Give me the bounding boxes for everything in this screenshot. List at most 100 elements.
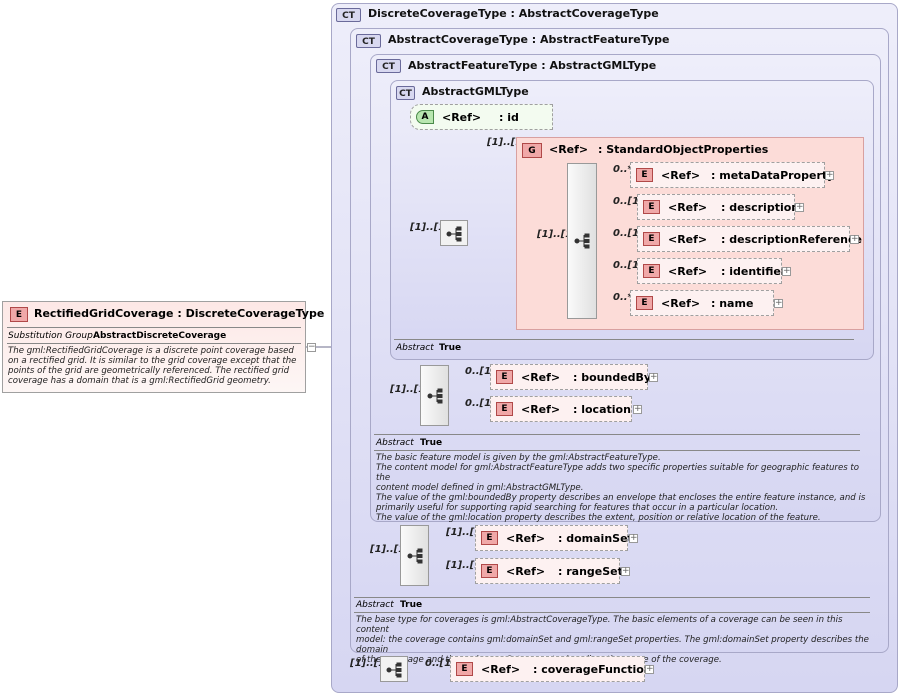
sequence-icon — [446, 226, 462, 242]
element-meta-data-property[interactable]: E <Ref> : metaDataProperty — [630, 162, 834, 188]
expand-toggle[interactable]: + — [645, 664, 654, 674]
doc-line: The basic feature model is given by the … — [376, 453, 661, 463]
doc-line: The value of the gml:location property d… — [376, 513, 821, 523]
expand-toggle[interactable]: + — [782, 266, 791, 276]
element-icon: E — [496, 370, 513, 384]
element-name: : coverageFunction — [533, 663, 652, 676]
element-name: : descriptionReference — [721, 233, 862, 246]
coverage-abstract-label: Abstract — [356, 600, 394, 610]
divider — [394, 339, 854, 340]
element-icon: E — [456, 662, 473, 676]
expand-toggle[interactable]: + — [795, 202, 804, 212]
group-sequence-cardinality: [1]..[1] — [537, 229, 577, 240]
doc-line: primarily useful for supporting rapid se… — [376, 503, 779, 513]
coverage-sequence-compositor[interactable] — [400, 525, 429, 586]
attribute-id[interactable]: A <Ref> : id — [410, 104, 553, 130]
gml-abstract-value: True — [439, 343, 462, 353]
element-icon: E — [636, 296, 653, 310]
expand-toggle[interactable]: + — [649, 372, 658, 382]
expand-toggle[interactable]: + — [621, 566, 630, 576]
root-element-box[interactable]: E RectifiedGridCoverage : DiscreteCovera… — [2, 301, 324, 393]
element-ref: <Ref> — [661, 169, 701, 182]
discrete-sequence-compositor[interactable] — [380, 656, 408, 682]
divider — [7, 343, 301, 344]
element-name: : rangeSet — [558, 565, 623, 578]
expand-toggle[interactable]: + — [825, 170, 834, 180]
root-documentation: The gml:RectifiedGridCoverage is a discr… — [8, 346, 297, 386]
root-title: RectifiedGridCoverage : DiscreteCoverage… — [34, 307, 325, 320]
group-sequence-compositor[interactable] — [567, 163, 597, 319]
doc-line: The content model for gml:AbstractFeatur… — [376, 463, 860, 483]
expand-toggle[interactable]: + — [633, 404, 642, 414]
group-element-card: 0..* — [613, 292, 633, 303]
group-cardinality-top: [1]..[1] — [487, 137, 527, 148]
element-ref: <Ref> — [506, 532, 546, 545]
feature-documentation: The basic feature model is given by the … — [376, 453, 866, 523]
attribute-icon: A — [416, 110, 434, 124]
element-icon: E — [643, 232, 660, 246]
feature-element-card: 0..[1] — [465, 366, 496, 377]
element-icon: E — [10, 307, 28, 322]
element-location[interactable]: E <Ref> : location — [490, 396, 632, 422]
element-name: : boundedBy — [573, 371, 652, 384]
doc-line: content model defined in gml:AbstractGML… — [376, 483, 584, 493]
element-bounded-by[interactable]: E <Ref> : boundedBy — [490, 364, 652, 390]
expand-toggle[interactable]: + — [774, 298, 783, 308]
element-description[interactable]: E <Ref> : description — [637, 194, 799, 220]
abstract-coverage-type-title: AbstractCoverageType : AbstractFeatureTy… — [388, 33, 670, 46]
abstract-feature-type-title: AbstractFeatureType : AbstractGMLType — [408, 59, 657, 72]
element-ref: <Ref> — [521, 371, 561, 384]
element-icon: E — [496, 402, 513, 416]
element-coverage-function[interactable]: E <Ref> : coverageFunction — [450, 656, 652, 682]
coverage-element-card: [1]..[1] — [446, 560, 486, 571]
doc-line: The base type for coverages is gml:Abstr… — [356, 615, 843, 635]
group-element-card: 0..[1] — [613, 228, 644, 239]
group-element-card: 0..[1] — [613, 196, 644, 207]
substitution-group-label: Substitution Group — [8, 331, 93, 341]
element-name: : description — [721, 201, 800, 214]
element-ref: <Ref> — [668, 233, 708, 246]
coverage-element-card: [1]..[1] — [446, 527, 486, 538]
element-name: : name — [711, 297, 754, 310]
element-range-set[interactable]: E <Ref> : rangeSet — [475, 558, 623, 584]
collapse-toggle[interactable]: − — [307, 342, 316, 352]
element-ref: <Ref> — [661, 297, 701, 310]
divider — [354, 612, 870, 613]
expand-toggle[interactable]: + — [629, 533, 638, 543]
element-icon: E — [643, 264, 660, 278]
group-ref: <Ref> — [549, 143, 589, 156]
element-ref: <Ref> — [521, 403, 561, 416]
group-element-card: 0..[1] — [613, 260, 644, 271]
coverage-sequence-cardinality: [1]..[1] — [370, 544, 410, 555]
sequence-icon — [407, 548, 423, 564]
complex-type-icon: CT — [356, 34, 381, 48]
element-name: : location — [573, 403, 631, 416]
discrete-element-card: 0..[1] — [425, 658, 456, 669]
element-description-reference[interactable]: E <Ref> : descriptionReference — [637, 226, 862, 252]
element-identifier[interactable]: E <Ref> : identifier — [637, 258, 786, 284]
expand-toggle[interactable]: + — [850, 234, 859, 244]
feature-abstract-value: True — [420, 438, 443, 448]
complex-type-icon: CT — [376, 59, 401, 73]
coverage-abstract-value: True — [400, 600, 423, 610]
element-name-item[interactable]: E <Ref> : name — [630, 290, 774, 316]
feature-sequence-compositor[interactable] — [420, 365, 449, 426]
gml-sequence-cardinality: [1]..[1] — [410, 222, 450, 233]
gml-sequence-compositor[interactable] — [440, 220, 468, 246]
discrete-coverage-type-title: DiscreteCoverageType : AbstractCoverageT… — [368, 7, 659, 20]
element-name: : metaDataProperty — [711, 169, 835, 182]
sequence-icon — [427, 388, 443, 404]
attribute-name: : id — [499, 111, 519, 124]
element-icon: E — [481, 564, 498, 578]
abstract-gml-type-title: AbstractGMLType — [422, 85, 529, 98]
divider — [374, 450, 860, 451]
element-ref: <Ref> — [668, 201, 708, 214]
complex-type-icon: CT — [396, 86, 415, 100]
sequence-icon — [386, 662, 402, 678]
doc-line: model: the coverage contains gml:domainS… — [356, 635, 869, 655]
element-icon: E — [643, 200, 660, 214]
element-domain-set[interactable]: E <Ref> : domainSet — [475, 525, 633, 551]
doc-line: The value of the gml:boundedBy property … — [376, 493, 866, 503]
feature-element-card: 0..[1] — [465, 398, 496, 409]
sequence-icon — [574, 233, 590, 249]
